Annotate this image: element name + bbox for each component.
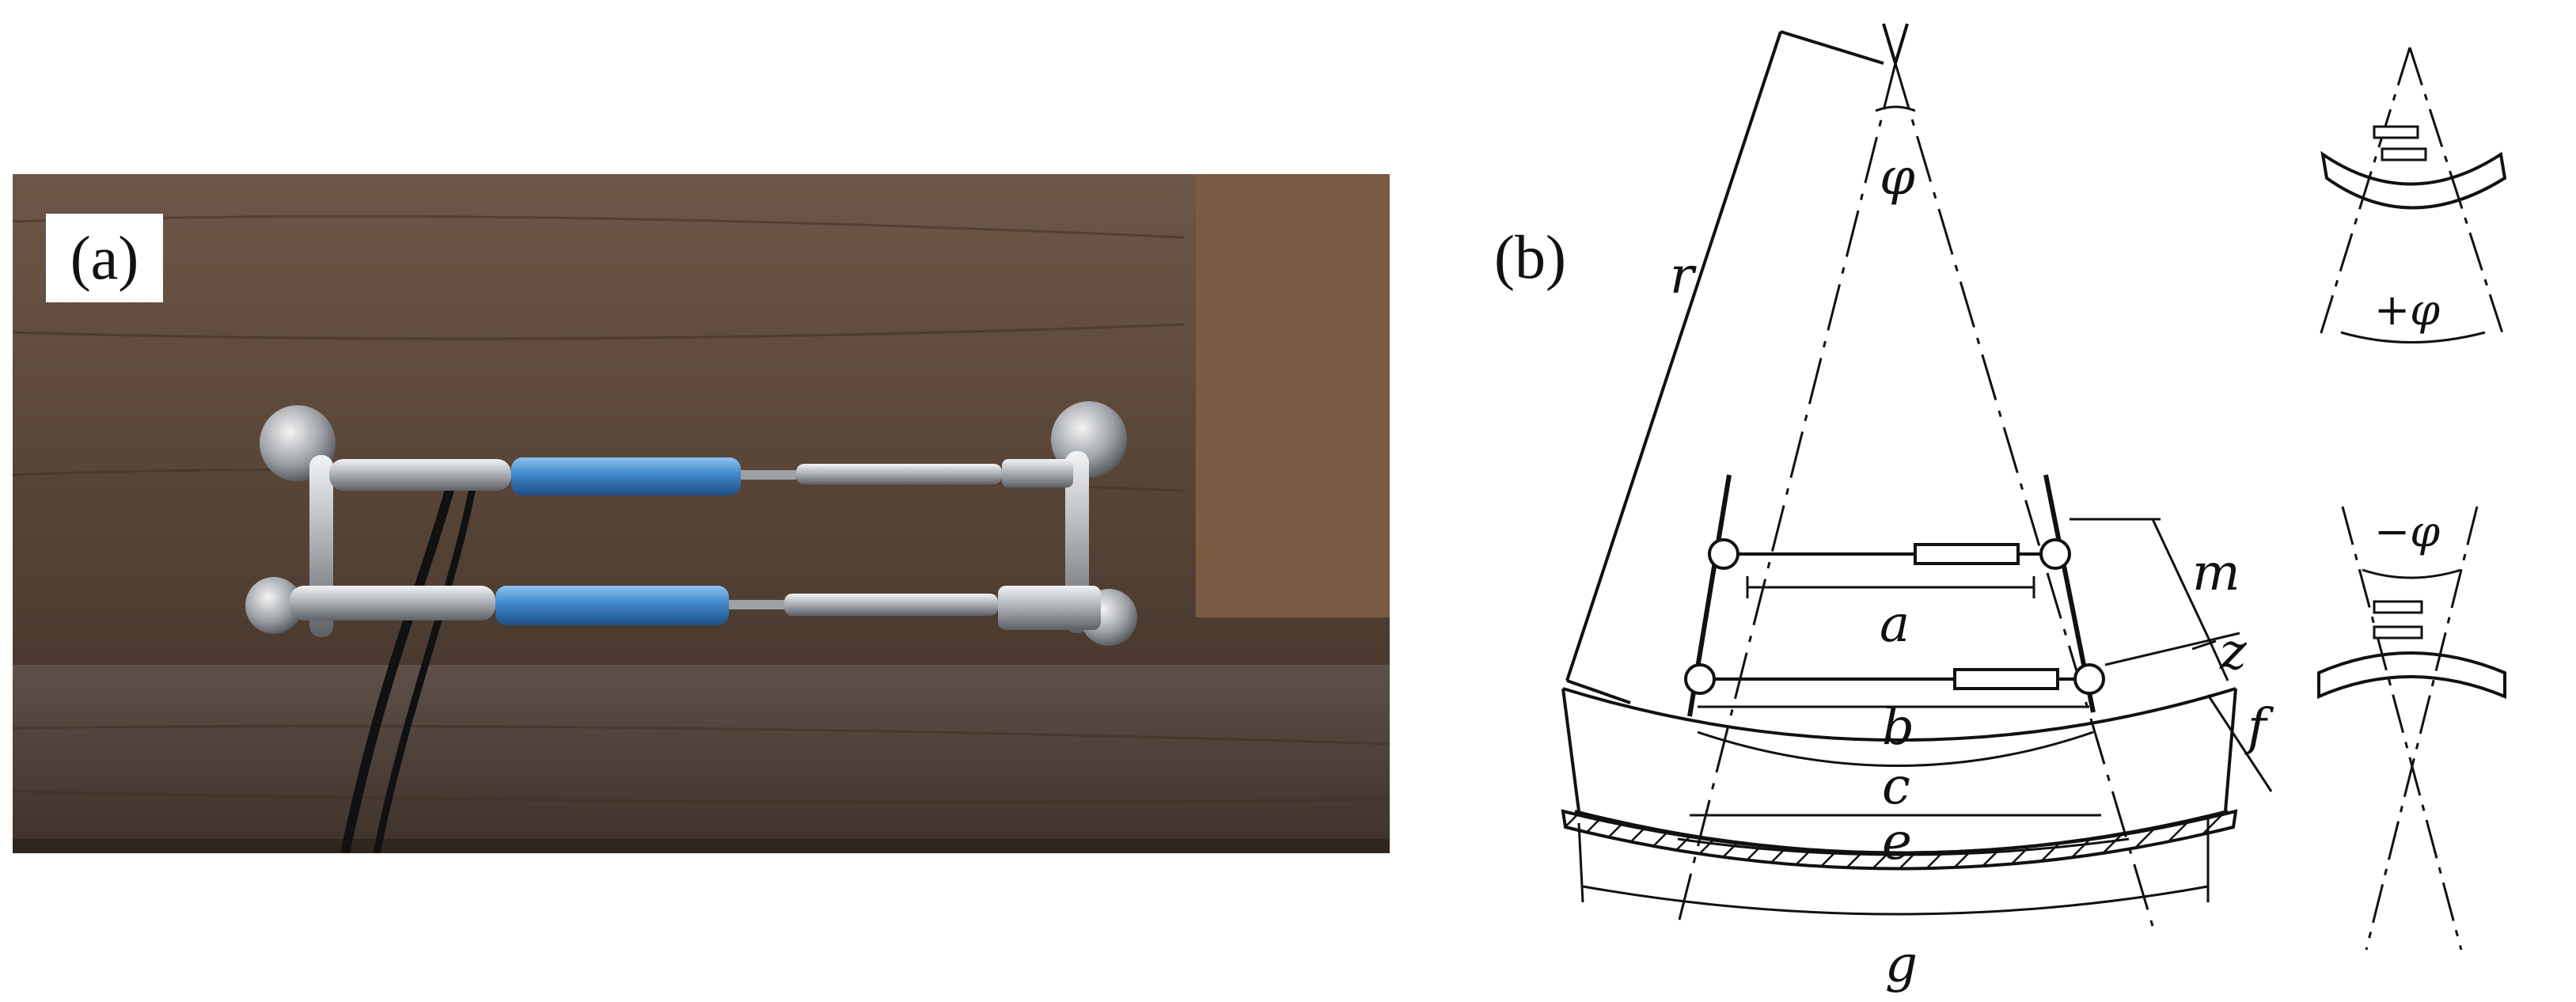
label-minus-phi: −φ <box>2374 507 2440 556</box>
beam-positive-curvature <box>2320 150 2507 210</box>
pivot-bottom-left <box>1684 663 1716 695</box>
sensor-body-top <box>1914 543 2020 565</box>
panel-label-b: (b) <box>1494 222 1566 291</box>
wood-side-block <box>1196 174 1390 617</box>
displacement-sensor-top <box>511 457 741 495</box>
label-phi: φ <box>1880 148 1915 207</box>
displacement-sensor-bottom <box>495 586 729 625</box>
label-g: g <box>1885 936 1918 994</box>
curvature-schematic: r φ a b c e g m z f +φ −φ <box>1561 23 2507 994</box>
wood-beam-upper <box>13 174 1390 665</box>
centerline-left <box>1676 63 1897 927</box>
sensor-photo <box>13 174 1390 853</box>
label-c: c <box>1882 757 1910 816</box>
wood-beam-lower <box>13 665 1390 853</box>
centerline-right <box>1894 63 2154 927</box>
mount-disc-left-bottom <box>245 577 302 634</box>
pivot-top-left <box>1708 538 1739 570</box>
beam-top-edge <box>1562 687 2236 742</box>
label-r: r <box>1670 247 1697 306</box>
label-plus-phi: +φ <box>2374 285 2440 335</box>
label-f: f <box>2244 698 2274 757</box>
label-a: a <box>1880 595 1910 654</box>
label-z: z <box>2219 623 2248 681</box>
pivot-bottom-right <box>2073 663 2105 695</box>
sensor-body-bottom <box>1953 668 2059 690</box>
label-e: e <box>1882 813 1912 871</box>
label-m: m <box>2192 544 2240 602</box>
radius-line <box>1565 31 1782 681</box>
sensor-cable <box>340 465 461 853</box>
panel-label-a: (a) <box>46 214 163 302</box>
label-b: b <box>1882 698 1914 757</box>
hatched-layer <box>1561 809 2238 871</box>
pivot-top-right <box>2039 538 2071 570</box>
beam-negative-curvature <box>2317 651 2506 700</box>
